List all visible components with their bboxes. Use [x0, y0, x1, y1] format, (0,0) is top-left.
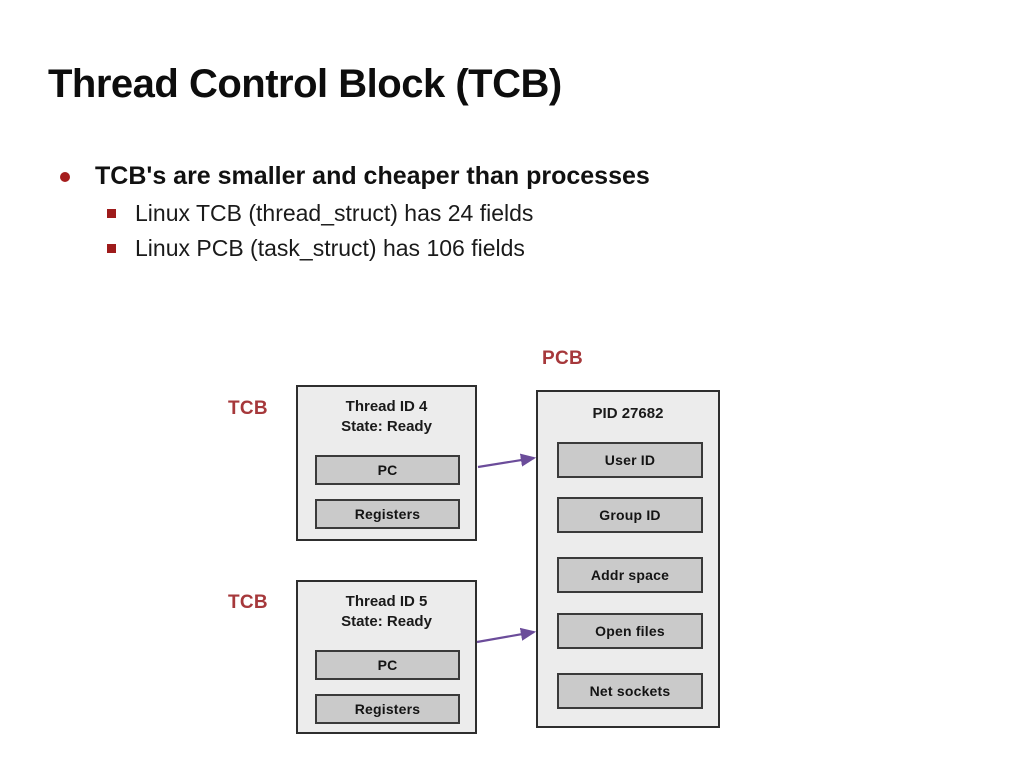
arrow-tcb-5-to-pcb: [476, 627, 537, 644]
diagram-label-pcb: PCB: [542, 348, 584, 369]
tcb-heading: Thread ID 4 State: Ready: [298, 397, 475, 437]
bullet-text: TCB's are smaller and cheaper than proce…: [95, 162, 650, 190]
pcb-field-open-files: Open files: [557, 613, 703, 649]
diagram-label-tcb-top: TCB: [228, 398, 268, 419]
square-bullet-icon: [107, 209, 116, 218]
tcb-thread-state: State: Ready: [341, 613, 432, 630]
bullet-item-level1: TCB's are smaller and cheaper than proce…: [48, 158, 948, 194]
tcb-field-pc: PC: [315, 650, 460, 680]
tcb-field-registers: Registers: [315, 694, 460, 724]
tcb-field-registers: Registers: [315, 499, 460, 529]
square-bullet-icon: [107, 244, 116, 253]
tcb-field-pc: PC: [315, 455, 460, 485]
tcb-block-thread-5: Thread ID 5 State: Ready PC Registers: [296, 580, 477, 734]
pcb-pid-heading: PID 27682: [592, 405, 664, 422]
pcb-field-user-id: User ID: [557, 442, 703, 478]
pcb-field-group-id: Group ID: [557, 497, 703, 533]
tcb-thread-id: Thread ID 5: [345, 593, 428, 610]
bullet-item-level2: Linux TCB (thread_struct) has 24 fields: [48, 196, 948, 231]
round-bullet-icon: [60, 172, 70, 182]
tcb-heading: Thread ID 5 State: Ready: [298, 592, 475, 632]
bullet-text: Linux TCB (thread_struct) has 24 fields: [135, 200, 534, 226]
arrow-tcb-4-to-pcb: [477, 453, 537, 469]
pcb-field-addr-space: Addr space: [557, 557, 703, 593]
diagram-label-tcb-bottom: TCB: [228, 592, 268, 613]
page-title: Thread Control Block (TCB): [48, 62, 562, 106]
pcb-block: PID 27682 User ID Group ID Addr space Op…: [536, 390, 720, 728]
pcb-field-net-sockets: Net sockets: [557, 673, 703, 709]
bullet-list: TCB's are smaller and cheaper than proce…: [48, 158, 948, 266]
tcb-thread-id: Thread ID 4: [345, 398, 428, 415]
tcb-block-thread-4: Thread ID 4 State: Ready PC Registers: [296, 385, 477, 541]
bullet-item-level2: Linux PCB (task_struct) has 106 fields: [48, 231, 948, 266]
tcb-thread-state: State: Ready: [341, 418, 432, 435]
bullet-text: Linux PCB (task_struct) has 106 fields: [135, 235, 525, 261]
